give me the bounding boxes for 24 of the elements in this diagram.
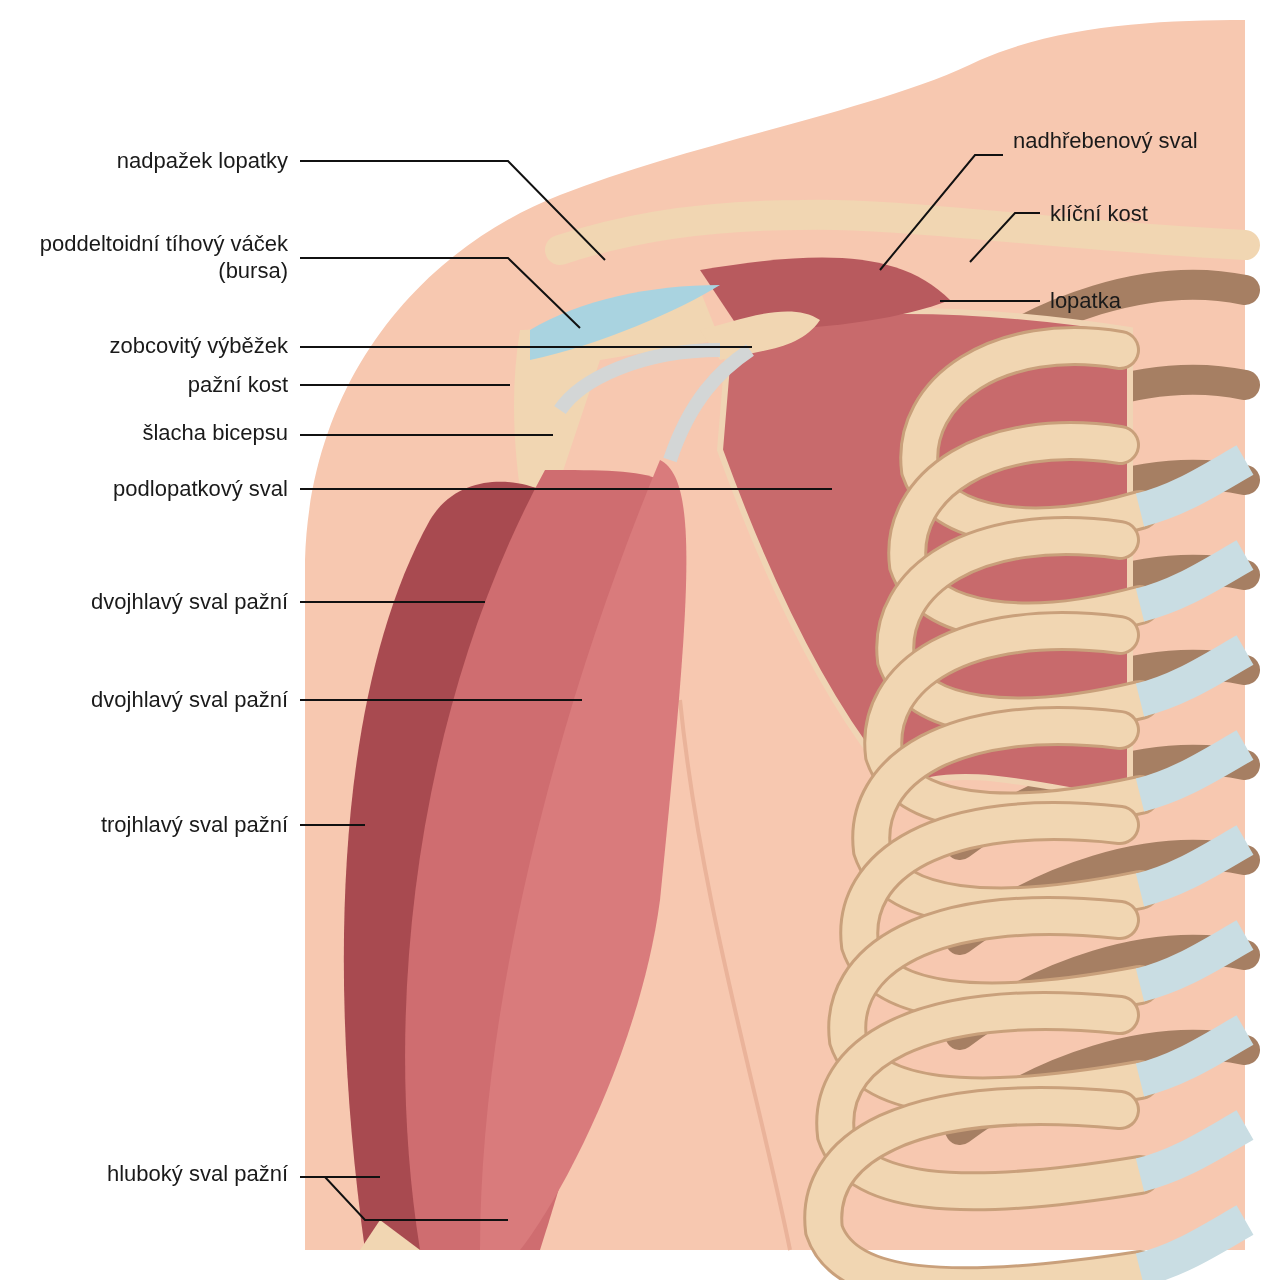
anatomy-label: zobcovitý výběžek xyxy=(38,332,300,359)
anatomy-label: lopatka xyxy=(1040,287,1200,314)
anatomy-label: klíční kost xyxy=(1040,200,1200,227)
leader-line xyxy=(299,160,606,261)
anatomy-label: dvojhlavý sval pažní xyxy=(26,588,300,615)
leader-line xyxy=(299,257,581,329)
anatomy-label: dvojhlavý sval pažní xyxy=(26,686,300,713)
leader-line xyxy=(939,300,1041,302)
leader-line xyxy=(299,346,753,348)
anatomy-label: šlacha bicepsu xyxy=(38,419,300,446)
leader-line xyxy=(879,154,1004,271)
leader-line xyxy=(299,434,554,436)
anatomy-label: nadpažek lopatky xyxy=(38,147,300,174)
anatomy-label: trojhlavý sval pažní xyxy=(26,811,300,838)
anatomy-label: poddeltoidní tíhový váček (bursa) xyxy=(38,230,300,284)
anatomy-label: nadhřebenový sval xyxy=(1003,127,1203,154)
leader-line xyxy=(299,601,486,603)
leader-line xyxy=(299,824,366,826)
leader-line xyxy=(299,384,511,386)
anatomy-label: podlopatkový sval xyxy=(38,475,300,502)
leader-line xyxy=(969,212,1041,263)
anatomy-label: hluboký sval pažní xyxy=(38,1160,300,1187)
leader-line xyxy=(299,699,583,701)
anatomy-label: pažní kost xyxy=(38,371,300,398)
